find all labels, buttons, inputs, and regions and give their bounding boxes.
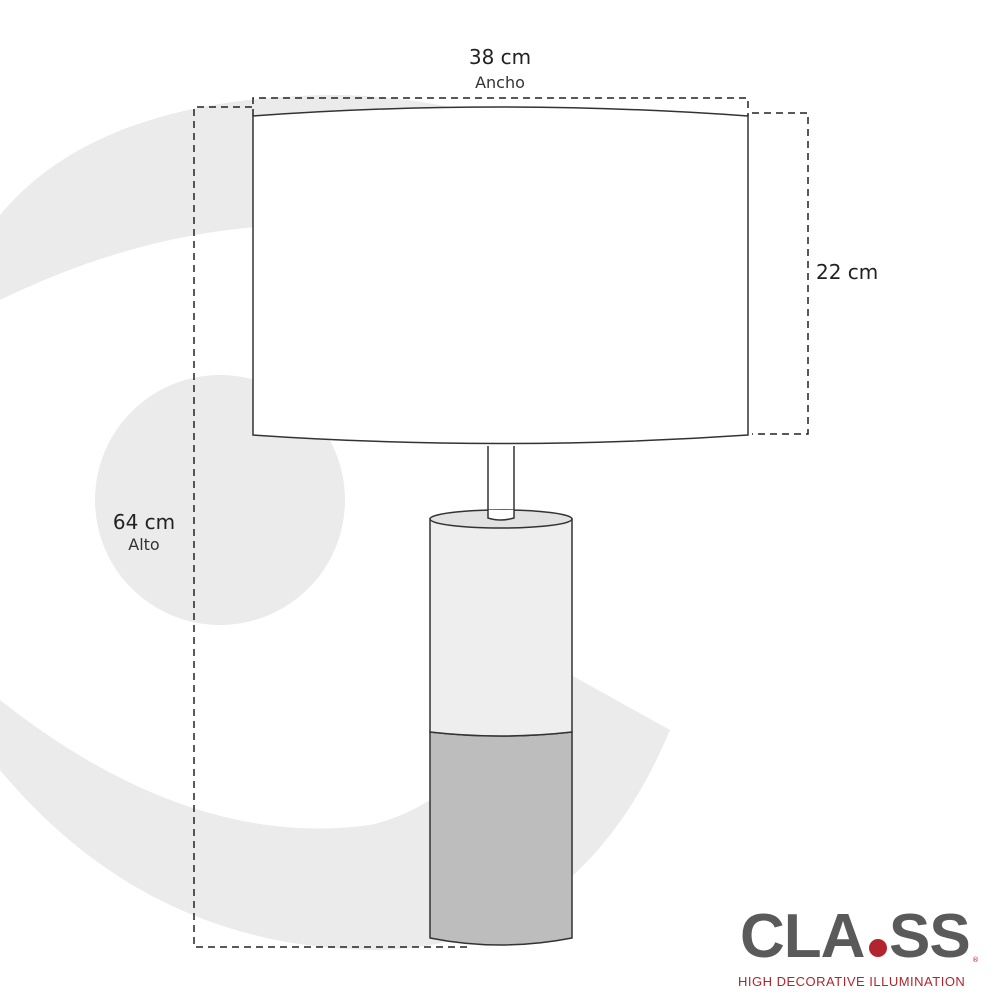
brand-name-part1: CLA bbox=[740, 902, 865, 971]
brand-logo: CLA SS ® HIGH DECORATIVE ILLUMINATION bbox=[738, 902, 979, 989]
brand-registered-mark: ® bbox=[972, 956, 979, 964]
shade-height-guide bbox=[752, 112, 809, 435]
total-height-value: 64 cm bbox=[113, 510, 175, 534]
width-guide bbox=[252, 97, 749, 116]
width-label: Ancho bbox=[475, 73, 525, 92]
shade-height-value: 22 cm bbox=[816, 260, 878, 284]
brand-tagline: HIGH DECORATIVE ILLUMINATION bbox=[738, 974, 965, 989]
brand-red-dot-icon bbox=[869, 939, 887, 957]
lamp-stem bbox=[487, 446, 515, 520]
base-lower-gray bbox=[429, 731, 573, 946]
total-height-label: Alto bbox=[128, 535, 159, 554]
lamp-base bbox=[429, 509, 573, 946]
dimension-guides bbox=[193, 97, 809, 948]
lamp-shade bbox=[252, 106, 749, 445]
total-height-guide bbox=[193, 106, 470, 948]
brand-name-part2: SS bbox=[889, 902, 970, 971]
width-value: 38 cm bbox=[469, 45, 531, 69]
shade-body bbox=[252, 106, 749, 445]
base-upper-white bbox=[429, 518, 573, 737]
